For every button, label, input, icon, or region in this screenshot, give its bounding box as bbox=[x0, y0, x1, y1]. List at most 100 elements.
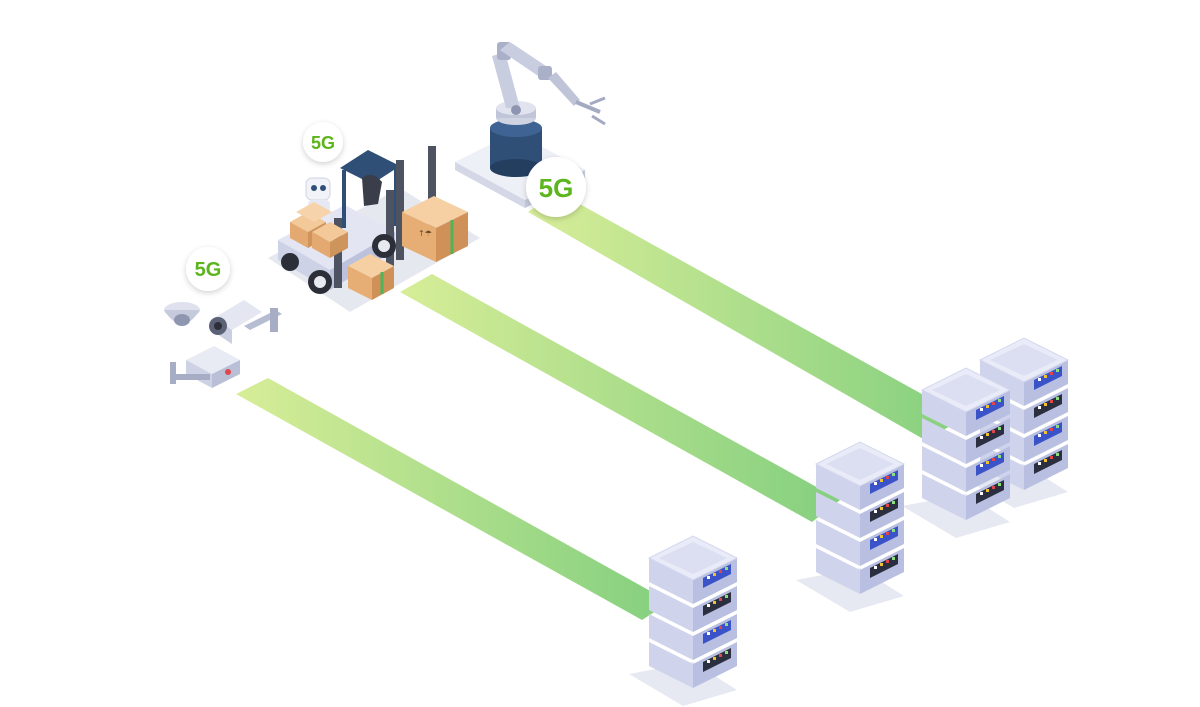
rack-led bbox=[1044, 431, 1047, 434]
rack-layer-left bbox=[649, 614, 693, 660]
rack-led bbox=[713, 657, 716, 660]
rack-led bbox=[880, 563, 883, 566]
rack-status-panel bbox=[703, 648, 731, 672]
rack-status-panel bbox=[976, 452, 1004, 476]
rack-led bbox=[1044, 403, 1047, 406]
rack-led bbox=[892, 501, 895, 504]
rack-top-inset bbox=[932, 374, 1000, 406]
box-camera bbox=[170, 346, 240, 388]
rack-led bbox=[992, 458, 995, 461]
rack-status-panel bbox=[1034, 422, 1062, 446]
rack-layer-left bbox=[922, 418, 966, 464]
cargo-box-large: ↑☂ bbox=[402, 196, 468, 262]
rack-status-panel bbox=[703, 592, 731, 616]
rack-led bbox=[998, 427, 1001, 430]
rack-led bbox=[713, 601, 716, 604]
rack-led bbox=[1050, 372, 1053, 375]
rack-led bbox=[719, 654, 722, 657]
rack-led bbox=[980, 436, 983, 439]
rack-led bbox=[1050, 456, 1053, 459]
rack-layer-left bbox=[816, 548, 860, 594]
rack-status-panel bbox=[870, 498, 898, 522]
rack-led bbox=[980, 464, 983, 467]
rack-status-panel bbox=[1034, 394, 1062, 418]
rack-led bbox=[707, 576, 710, 579]
rack-led bbox=[1050, 428, 1053, 431]
rack-led bbox=[886, 532, 889, 535]
rack-layer-left bbox=[816, 520, 860, 566]
rack-led bbox=[707, 632, 710, 635]
rack-status-panel bbox=[976, 396, 1004, 420]
rack-layer-left bbox=[649, 642, 693, 688]
rack-led bbox=[874, 566, 877, 569]
connection-beams bbox=[236, 192, 965, 620]
rack-status-panel bbox=[976, 480, 1004, 504]
cargo-box-small bbox=[348, 254, 394, 300]
rack-led bbox=[874, 510, 877, 513]
rack-led bbox=[1044, 459, 1047, 462]
rack-top-inset bbox=[659, 542, 727, 574]
rack-led bbox=[707, 604, 710, 607]
rack-led bbox=[992, 486, 995, 489]
rack-layer-left bbox=[816, 492, 860, 538]
rack-status-panel bbox=[1034, 450, 1062, 474]
rack-led bbox=[1038, 378, 1041, 381]
rack-led bbox=[986, 461, 989, 464]
rack-led bbox=[1038, 406, 1041, 409]
box-stack bbox=[290, 202, 348, 258]
rack-layer-left bbox=[922, 474, 966, 520]
badge-forklift-label: 5G bbox=[311, 133, 335, 153]
rack-led bbox=[1056, 369, 1059, 372]
badge-forklift: 5G bbox=[303, 122, 343, 162]
rack-led bbox=[1056, 397, 1059, 400]
rack-led bbox=[886, 504, 889, 507]
rack-led bbox=[892, 473, 895, 476]
rack-led bbox=[1050, 400, 1053, 403]
server-rack-icon bbox=[796, 441, 906, 612]
rack-status-panel bbox=[870, 526, 898, 550]
rack-status-panel bbox=[870, 470, 898, 494]
server-racks bbox=[629, 337, 1070, 706]
security-camera-icon bbox=[164, 300, 282, 388]
badge-cameras: 5G bbox=[186, 247, 230, 291]
rack-top-inset bbox=[826, 448, 894, 480]
rack-led bbox=[707, 660, 710, 663]
dome-camera bbox=[164, 302, 200, 326]
bullet-camera bbox=[209, 300, 282, 344]
rack-led bbox=[998, 455, 1001, 458]
rack-led bbox=[980, 492, 983, 495]
rack-led bbox=[725, 651, 728, 654]
rack-led bbox=[1056, 425, 1059, 428]
rack-layer-left bbox=[922, 446, 966, 492]
rack-layer-left bbox=[649, 558, 693, 604]
rack-led bbox=[725, 623, 728, 626]
rack-layer-left bbox=[649, 586, 693, 632]
badge-robot-arm: 5G bbox=[526, 157, 586, 217]
beam-cameras-to-server bbox=[236, 378, 670, 620]
rack-led bbox=[986, 489, 989, 492]
rack-led bbox=[892, 529, 895, 532]
rack-status-panel bbox=[703, 620, 731, 644]
rack-led bbox=[998, 399, 1001, 402]
server-rack-icon bbox=[629, 535, 739, 706]
rack-layer-left bbox=[922, 390, 966, 436]
rack-led bbox=[986, 405, 989, 408]
rack-led bbox=[880, 507, 883, 510]
badge-robot-arm-label: 5G bbox=[539, 173, 574, 203]
rack-led bbox=[886, 560, 889, 563]
rack-led bbox=[874, 482, 877, 485]
rack-led bbox=[1038, 434, 1041, 437]
rack-led bbox=[719, 626, 722, 629]
rack-layer-left bbox=[816, 464, 860, 510]
rack-led bbox=[980, 408, 983, 411]
rack-led bbox=[880, 479, 883, 482]
rack-led bbox=[713, 629, 716, 632]
badge-cameras-label: 5G bbox=[195, 259, 222, 281]
rack-led bbox=[998, 483, 1001, 486]
rack-led bbox=[992, 430, 995, 433]
rack-led bbox=[1038, 462, 1041, 465]
rack-led bbox=[1044, 375, 1047, 378]
server-rack-icon bbox=[902, 367, 1012, 538]
rack-status-panel bbox=[870, 554, 898, 578]
